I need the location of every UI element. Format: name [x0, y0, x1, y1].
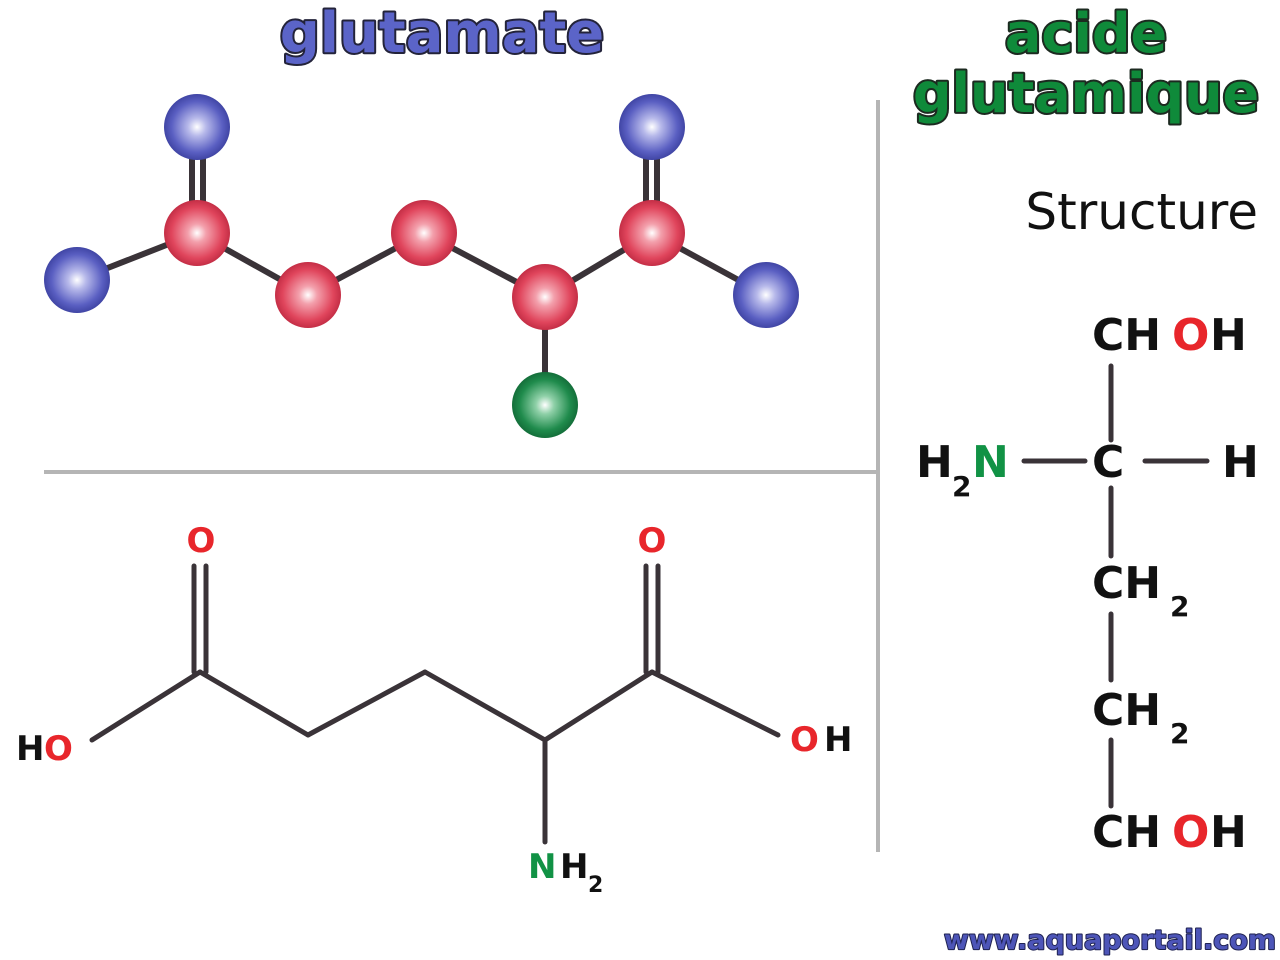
ball-stick-atoms [44, 94, 799, 438]
vert-top-o: O [1172, 310, 1209, 361]
vert-bottom-ch: CH [1092, 807, 1161, 858]
vert-h2n-sub: 2 [952, 470, 971, 503]
atom-red [275, 262, 341, 328]
atom-blue [619, 94, 685, 160]
skeletal-nh2-n: N [528, 847, 556, 887]
vert-center-c: C [1092, 437, 1124, 488]
vert-ch2a-sub: 2 [1170, 590, 1189, 623]
vertical-bonds [1021, 363, 1210, 809]
skeletal-ho-h: H [16, 729, 44, 769]
skeletal-o-right: O [638, 521, 667, 561]
vert-top-h: H [1210, 310, 1247, 361]
vert-top-ch: CH [1092, 310, 1161, 361]
vert-h2n-n: N [972, 437, 1009, 488]
vert-h2n-h: H [916, 437, 953, 488]
title-acide: acide [1005, 2, 1167, 65]
skeletal-oh-h: H [824, 720, 852, 760]
vert-bottom-h: H [1210, 807, 1247, 858]
skeletal-oh-o: O [790, 720, 819, 760]
vert-bottom-o: O [1172, 807, 1209, 858]
atom-red [164, 200, 230, 266]
ball-stick-bonds [74, 124, 769, 408]
skeletal-bonds [89, 563, 781, 845]
atom-green [512, 372, 578, 438]
atom-blue [164, 94, 230, 160]
vert-ch2b-sub: 2 [1170, 717, 1189, 750]
vert-ch2b: CH [1092, 685, 1161, 736]
title-glutamique: glutamique [913, 62, 1259, 125]
skeletal-nh2-sub: 2 [588, 873, 603, 898]
skeletal-nh2-h: H [560, 847, 588, 887]
atom-blue [733, 262, 799, 328]
watermark-url: www.aquaportail.com [944, 925, 1276, 956]
title-glutamate: glutamate [280, 1, 605, 66]
skeletal-ho-o: O [44, 729, 73, 769]
vert-ch2a: CH [1092, 558, 1161, 609]
skeletal-o-left: O [187, 521, 216, 561]
atom-red [391, 200, 457, 266]
atom-red [619, 200, 685, 266]
atom-blue [44, 247, 110, 313]
vert-right-h: H [1222, 437, 1259, 488]
atom-red [512, 264, 578, 330]
structure-heading: Structure [1025, 183, 1258, 241]
